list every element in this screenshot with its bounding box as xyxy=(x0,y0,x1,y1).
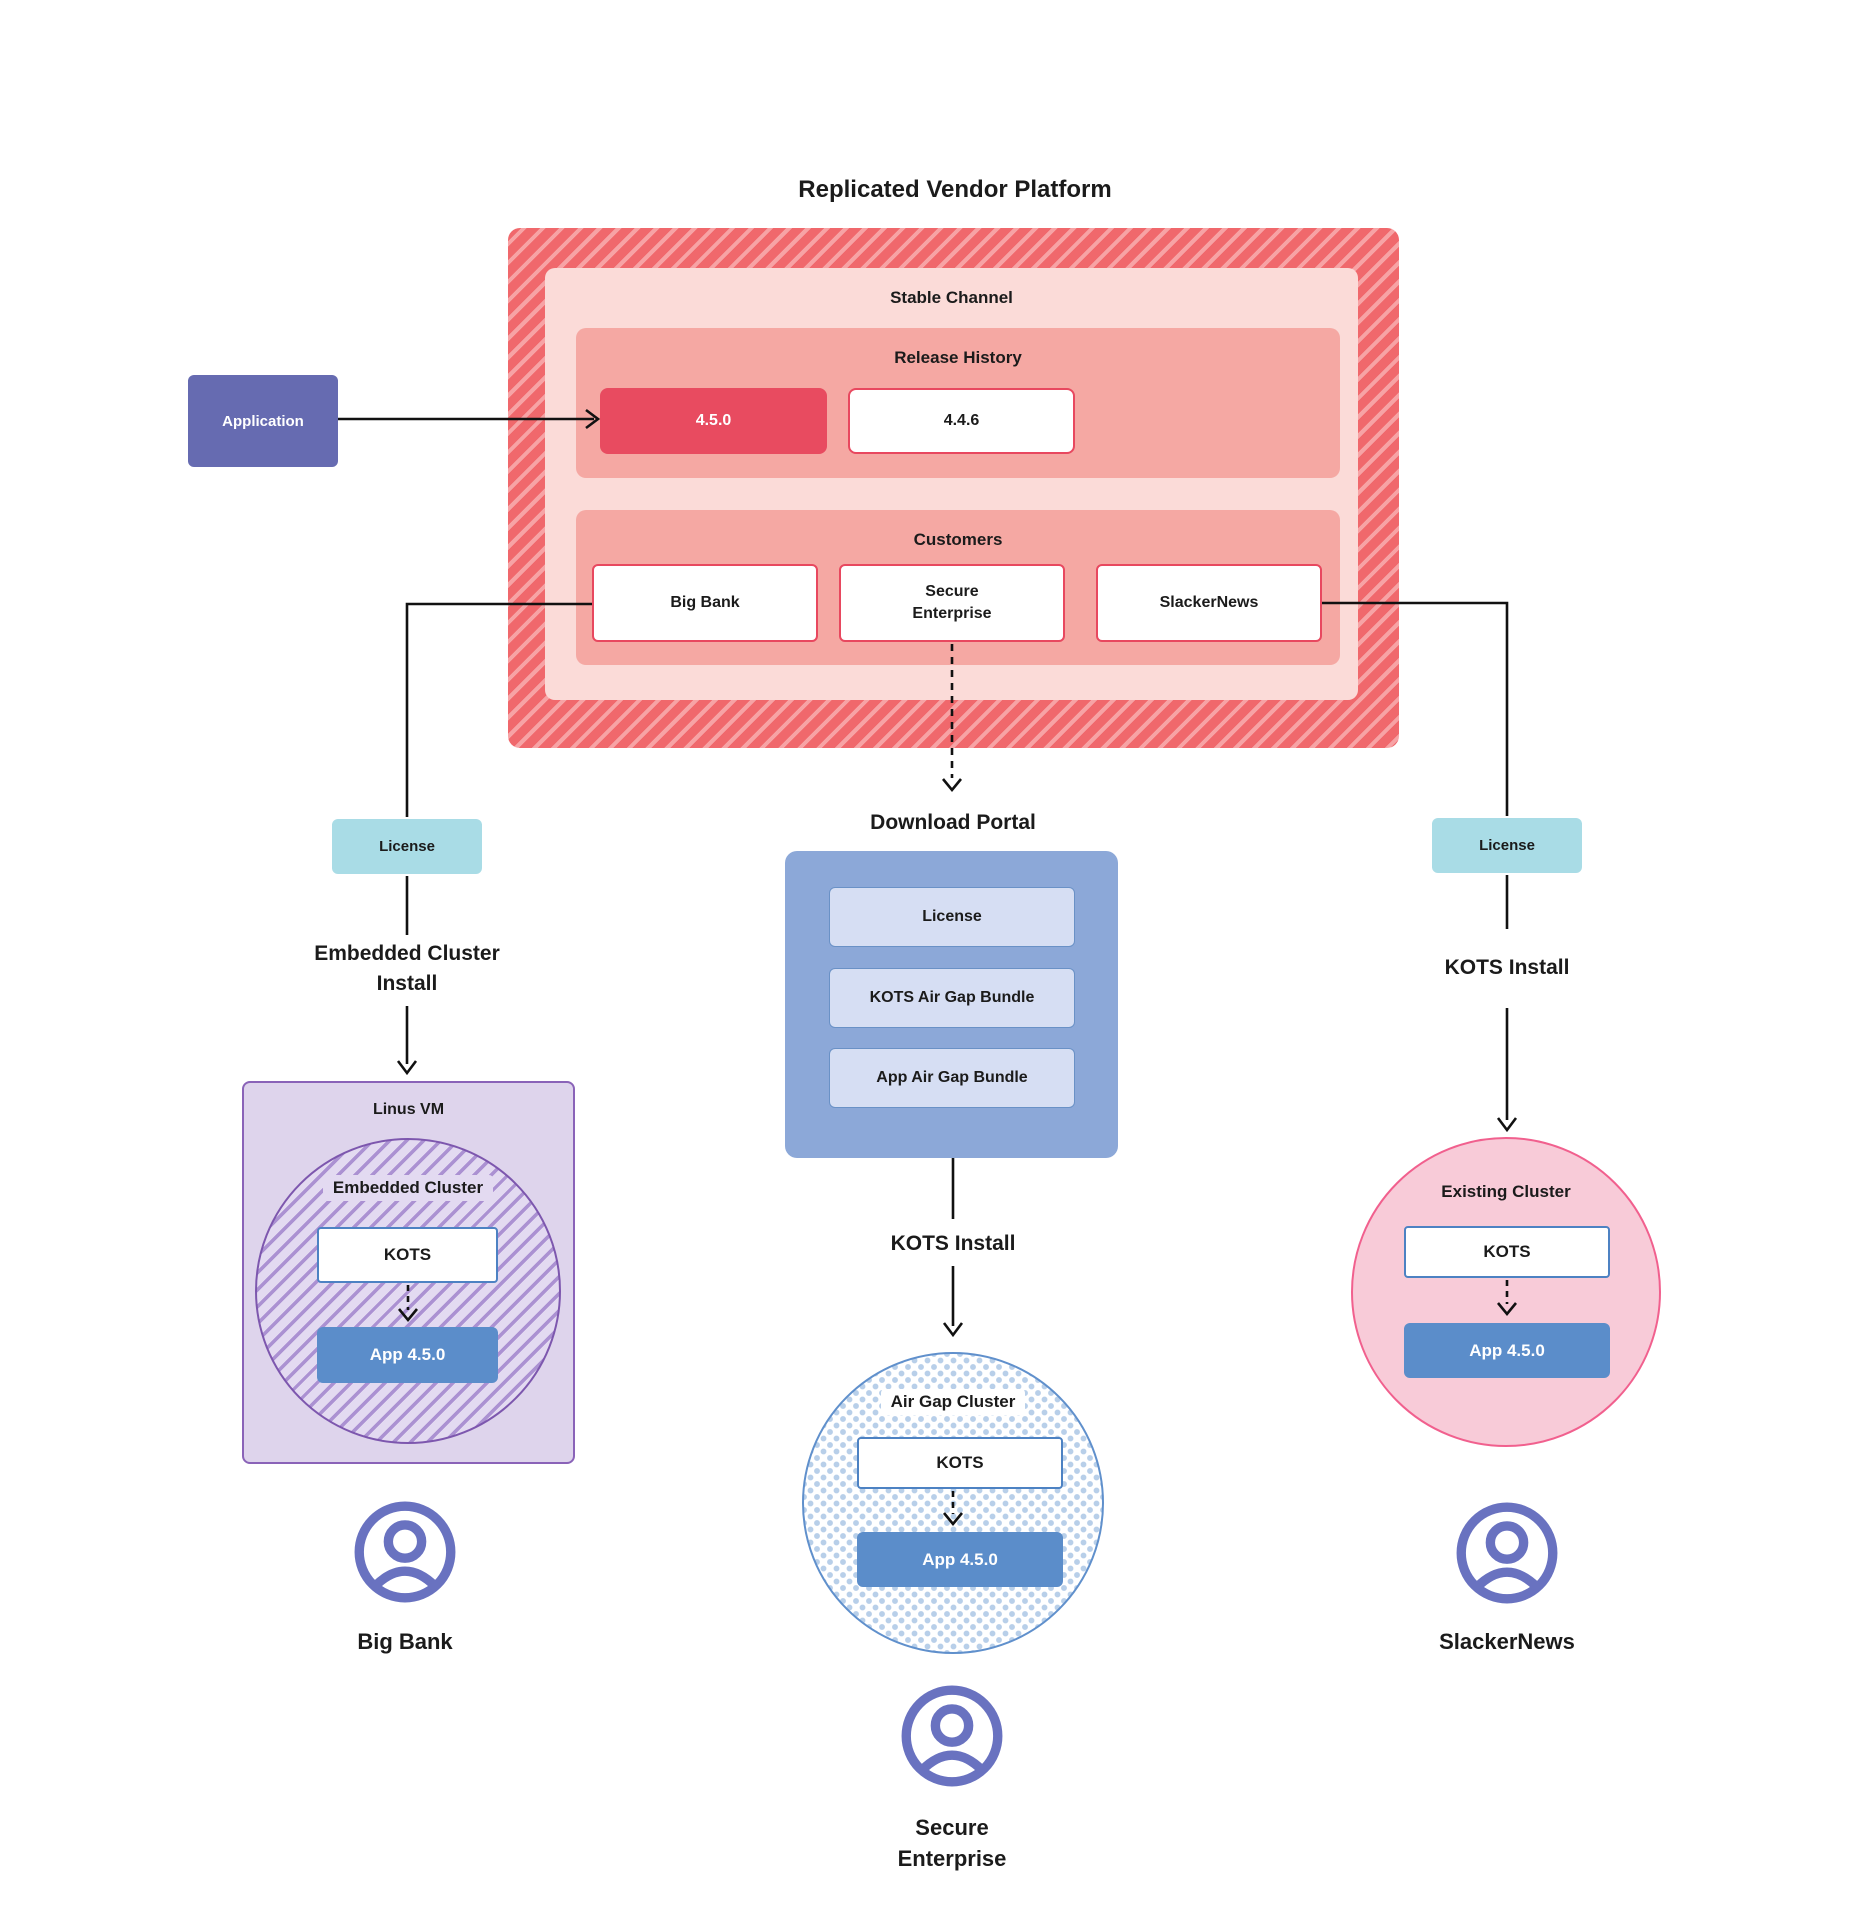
kots-install-label-middle: KOTS Install xyxy=(890,1231,1016,1255)
license-node-left: License xyxy=(332,819,482,874)
embedded-cluster-label: Embedded Cluster xyxy=(322,1175,494,1201)
secure-enterprise-user-label: Secure Enterprise xyxy=(897,1815,1007,1871)
embedded-cluster-install-label: Embedded Cluster Install xyxy=(314,941,500,995)
kots-node-left: KOTS xyxy=(317,1227,498,1283)
app-node-right: App 4.5.0 xyxy=(1404,1323,1610,1378)
slackernews-user-icon xyxy=(1455,1501,1559,1605)
arrowhead-kots-install-right xyxy=(1496,1117,1518,1133)
arrowhead-secure-to-portal xyxy=(941,778,963,793)
kots-node-middle: KOTS xyxy=(857,1437,1063,1489)
existing-cluster-label-wrap: Existing Cluster xyxy=(1376,1176,1636,1208)
release-4-5-0: 4.5.0 xyxy=(600,388,827,454)
app-node-left: App 4.5.0 xyxy=(317,1327,498,1383)
kots-node-right: KOTS xyxy=(1404,1226,1610,1278)
big-bank-user-icon xyxy=(353,1500,457,1604)
big-bank-user-label: Big Bank xyxy=(357,1628,453,1654)
application-node: Application xyxy=(188,375,338,467)
release-4-4-6: 4.4.6 xyxy=(848,388,1075,454)
air-gap-cluster-label: Air Gap Cluster xyxy=(880,1389,1026,1415)
app-node-middle: App 4.5.0 xyxy=(857,1532,1063,1587)
arrowhead-embedded-install xyxy=(396,1060,418,1076)
portal-item-kots-bundle: KOTS Air Gap Bundle xyxy=(829,968,1075,1028)
existing-cluster-label: Existing Cluster xyxy=(1441,1182,1571,1201)
air-gap-cluster-label-wrap: Air Gap Cluster xyxy=(823,1386,1083,1418)
diagram-title: Replicated Vendor Platform xyxy=(798,176,1112,203)
embedded-cluster-label-wrap: Embedded Cluster xyxy=(278,1172,538,1204)
customers-label: Customers xyxy=(913,530,1003,549)
release-history-label: Release History xyxy=(894,348,1022,367)
customer-big-bank: Big Bank xyxy=(592,564,818,642)
customer-secure-enterprise: Secure Enterprise xyxy=(839,564,1065,642)
secure-enterprise-user-icon xyxy=(900,1684,1004,1788)
license-node-right: License xyxy=(1432,818,1582,873)
stable-channel-label: Stable Channel xyxy=(890,288,1013,307)
linus-vm-label: Linus VM xyxy=(372,1101,445,1118)
customer-slackernews: SlackerNews xyxy=(1096,564,1322,642)
arrowhead-kots-install-middle xyxy=(942,1322,964,1338)
portal-item-app-bundle: App Air Gap Bundle xyxy=(829,1048,1075,1108)
download-portal-label: Download Portal xyxy=(870,810,1036,834)
kots-install-label-right: KOTS Install xyxy=(1444,955,1570,979)
slackernews-user-label: SlackerNews xyxy=(1439,1628,1575,1654)
portal-item-license: License xyxy=(829,887,1075,947)
